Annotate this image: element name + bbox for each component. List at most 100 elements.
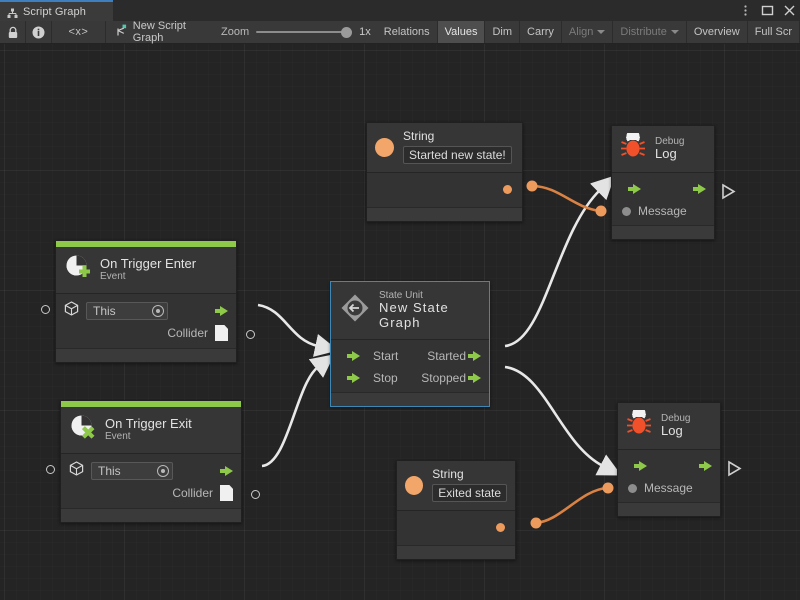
gameobject-cube-icon <box>69 461 84 481</box>
start-port-label: Start <box>373 349 399 364</box>
overview-label: Overview <box>693 26 740 38</box>
target-input-port[interactable] <box>46 465 55 474</box>
node-body: This Collider <box>56 294 236 348</box>
node-footer <box>612 225 714 239</box>
node-subtitle: Debug <box>661 412 691 424</box>
distribute-dropdown-button[interactable]: Distribute <box>613 21 687 43</box>
free-flow-out-top <box>722 183 736 200</box>
node-header: String Started new state! <box>367 123 522 174</box>
node-title: String <box>432 467 464 481</box>
flow-output-arrow[interactable] <box>215 306 228 316</box>
message-port-label: Message <box>638 204 687 218</box>
started-port-label: Started <box>427 349 466 364</box>
start-input-arrow[interactable] <box>347 351 360 362</box>
tab-script-graph[interactable]: Script Graph <box>0 0 113 21</box>
edge-endpoint-dot <box>530 517 542 529</box>
node-on-trigger-enter[interactable]: On Trigger Enter Event This <box>41 240 255 363</box>
stopped-output-arrow[interactable] <box>468 373 481 384</box>
collider-port-label: Collider <box>172 486 213 500</box>
collider-page-icon[interactable] <box>215 325 228 341</box>
node-footer <box>56 348 236 362</box>
target-picker-icon[interactable] <box>157 465 169 477</box>
overview-button[interactable]: Overview <box>686 21 748 43</box>
zoom-label: Zoom <box>221 26 250 38</box>
node-body: Message <box>612 173 714 225</box>
string-value-field[interactable]: Exited state <box>432 484 507 503</box>
node-title: String <box>403 129 435 143</box>
flow-output-arrow[interactable] <box>699 461 712 471</box>
target-value: This <box>93 304 116 318</box>
node-title: New State Graph <box>379 300 449 330</box>
node-on-trigger-exit[interactable]: On Trigger Exit Event This <box>46 400 260 523</box>
graph-canvas[interactable]: On Trigger Enter Event This <box>0 44 800 600</box>
close-icon[interactable] <box>783 4 796 17</box>
info-button[interactable] <box>26 21 52 43</box>
collider-page-icon[interactable] <box>220 485 233 501</box>
chevron-down-icon <box>597 30 606 34</box>
dim-button[interactable]: Dim <box>485 21 521 43</box>
port-row-collider: Collider <box>69 482 233 504</box>
graph-name-field[interactable]: New Script Graph <box>105 20 216 44</box>
port-row-collider: Collider <box>64 322 228 344</box>
node-body <box>367 173 522 208</box>
node-string-top[interactable]: String Started new state! <box>366 122 523 223</box>
target-picker-icon[interactable] <box>152 305 164 317</box>
zoom-control[interactable]: Zoom 1x <box>215 21 377 43</box>
lock-icon <box>8 26 17 38</box>
fullscreen-button[interactable]: Full Scr <box>747 21 800 43</box>
string-output-port[interactable] <box>503 185 512 195</box>
edge-trigger-exit-to-stop <box>261 354 335 468</box>
flow-output-arrow[interactable] <box>220 466 233 476</box>
state-unit-icon <box>340 293 370 328</box>
edge-endpoint-dot <box>526 180 538 192</box>
lock-button[interactable] <box>0 21 26 43</box>
stop-port-label: Stop <box>373 371 398 386</box>
string-output-port[interactable] <box>496 523 505 533</box>
align-dropdown-button[interactable]: Align <box>561 21 614 43</box>
collider-output-port[interactable] <box>251 490 260 499</box>
zoom-slider-track <box>256 31 353 33</box>
chevron-down-icon <box>670 30 679 34</box>
zoom-slider-knob[interactable] <box>341 27 353 38</box>
node-accent-bar <box>61 401 241 407</box>
gameobject-cube-icon <box>64 301 79 321</box>
window-titlebar: Script Graph <box>0 0 800 21</box>
started-output-arrow[interactable] <box>468 351 481 362</box>
node-title: Log <box>661 422 683 438</box>
node-header: State Unit New State Graph <box>331 282 489 341</box>
stop-input-arrow[interactable] <box>347 373 360 384</box>
target-dropdown[interactable]: This <box>86 302 168 320</box>
port-row-flow <box>626 455 712 477</box>
node-state-unit[interactable]: State Unit New State Graph Start Started <box>330 281 490 408</box>
code-icon: <x> <box>68 26 89 38</box>
flow-input-arrow[interactable] <box>628 184 641 194</box>
more-options-icon[interactable] <box>739 4 752 17</box>
message-input-port[interactable] <box>628 483 637 493</box>
node-subtitle: Debug <box>655 135 685 147</box>
flow-input-arrow[interactable] <box>634 461 647 471</box>
on-trigger-enter-icon <box>65 254 91 285</box>
carry-button[interactable]: Carry <box>520 21 562 43</box>
node-string-bottom[interactable]: String Exited state <box>396 460 516 561</box>
string-literal-icon <box>375 137 394 157</box>
target-input-port[interactable] <box>41 305 50 314</box>
string-value-field[interactable]: Started new state! <box>403 146 512 165</box>
zoom-slider[interactable] <box>256 26 353 38</box>
node-title: Log <box>655 145 677 161</box>
node-body: Start Started Stop Stopped <box>331 340 489 393</box>
target-value: This <box>98 464 121 478</box>
message-input-port[interactable] <box>622 206 631 216</box>
code-toggle-button[interactable]: <x> <box>52 21 106 43</box>
collider-output-port[interactable] <box>246 330 255 339</box>
node-debug-log-top[interactable]: Debug Log Message <box>611 125 715 240</box>
relations-button[interactable]: Relations <box>376 21 438 43</box>
values-button[interactable]: Values <box>437 21 486 43</box>
maximize-icon[interactable] <box>761 4 774 17</box>
node-debug-log-bottom[interactable]: Debug Log Message <box>617 402 721 517</box>
node-footer <box>367 207 522 222</box>
target-dropdown[interactable]: This <box>91 462 173 480</box>
flow-output-arrow[interactable] <box>693 184 706 194</box>
zoom-value: 1x <box>359 26 371 38</box>
node-accent-bar <box>56 241 236 247</box>
